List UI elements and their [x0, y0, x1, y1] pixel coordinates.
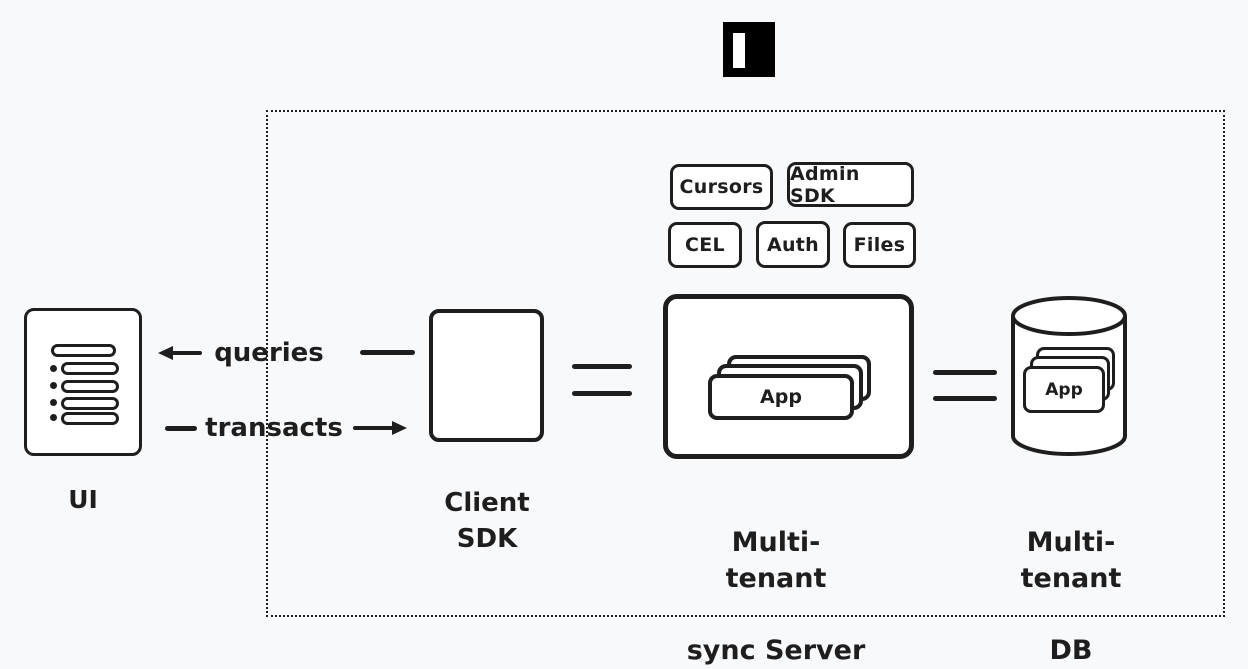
connector-line — [572, 364, 632, 369]
arrow-right-icon — [353, 421, 407, 435]
feature-chip-files: Files — [843, 222, 916, 268]
sync-server-node-label: Multi-tenant sync Server — [686, 489, 866, 669]
arrow-left-icon — [158, 346, 202, 360]
client-sdk-node-label: Client SDK — [444, 488, 530, 554]
sync-server-label-line1: Multi-tenant — [725, 527, 827, 594]
feature-chip-label: Admin SDK — [790, 162, 860, 207]
ui-node-label: UI — [68, 485, 98, 514]
connector-line — [933, 370, 997, 375]
feature-chip-cel: CEL — [668, 222, 742, 268]
list-bullet — [50, 382, 57, 389]
list-bullet — [50, 414, 57, 421]
db-node-label: Multi-tenant DB — [981, 489, 1161, 669]
queries-edge-label: queries — [214, 338, 324, 368]
feature-chip-label: CEL — [685, 234, 725, 256]
queries-edge-line — [360, 350, 415, 355]
feature-chip-label: Cursors — [679, 176, 764, 198]
transacts-edge-line — [165, 426, 197, 431]
instant-logo-bar — [733, 33, 745, 68]
feature-chip-auth: Auth — [756, 221, 830, 268]
sync-server-node: App — [663, 294, 914, 459]
list-row — [51, 344, 116, 357]
list-bullet — [50, 399, 57, 406]
feature-chip-cursors: Cursors — [670, 164, 773, 210]
server-boundary-frame — [266, 110, 1225, 617]
db-label-line1: Multi-tenant — [1020, 527, 1122, 594]
db-label-line2: DB — [1049, 635, 1093, 666]
connector-line — [572, 391, 632, 396]
sync-server-label-line2: sync Server — [686, 635, 866, 666]
client-sdk-node — [429, 309, 544, 442]
transacts-edge-label: transacts — [205, 413, 343, 443]
ui-node — [24, 308, 142, 456]
connector-line — [933, 396, 997, 401]
db-app-card-label: App — [1045, 379, 1083, 400]
app-card-label: App — [760, 386, 802, 408]
instant-logo-icon — [723, 22, 775, 77]
db-app-card-front: App — [1023, 366, 1105, 413]
app-card-front: App — [708, 374, 854, 420]
list-row — [61, 412, 119, 425]
feature-chip-label: Auth — [766, 233, 820, 256]
list-bullet — [50, 365, 57, 372]
feature-chip-admin-sdk: Admin SDK — [787, 162, 914, 207]
list-row — [61, 362, 119, 375]
list-row — [61, 380, 119, 393]
feature-chip-label: Files — [853, 234, 906, 256]
list-row — [61, 397, 119, 410]
